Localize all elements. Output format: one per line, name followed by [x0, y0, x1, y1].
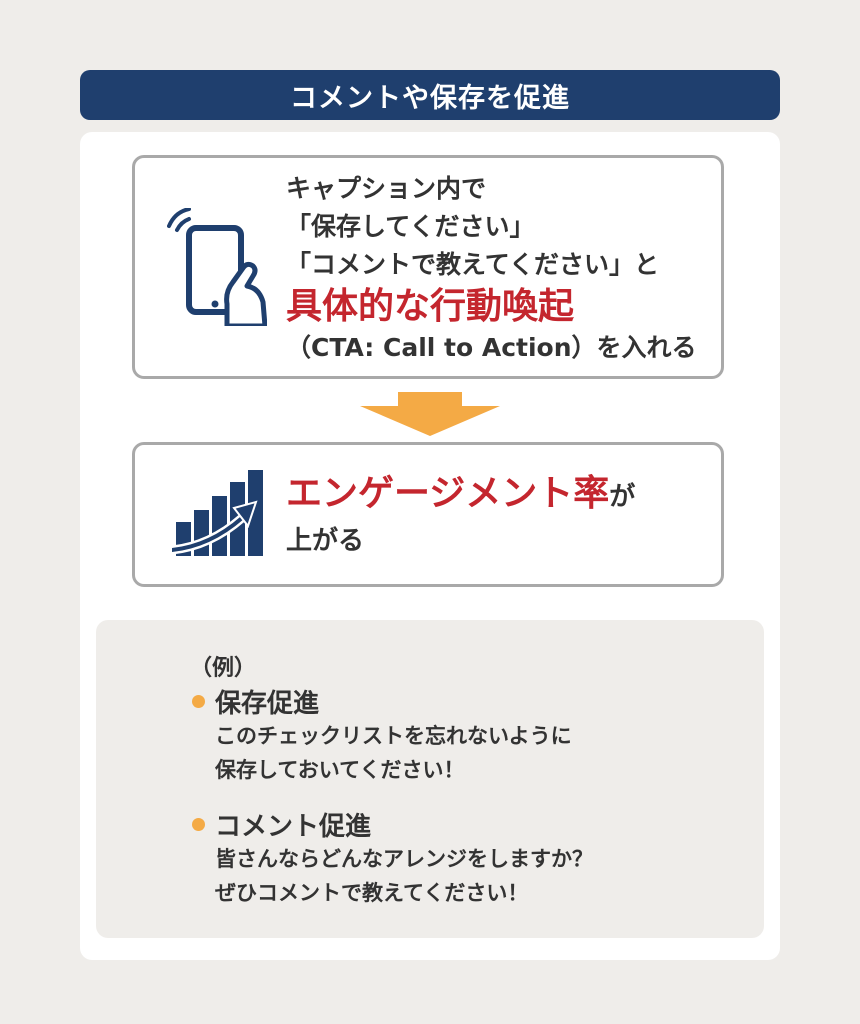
examples-box — [96, 620, 764, 938]
cta-highlight: 具体的な行動喚起 — [286, 286, 575, 327]
engagement-suffix: が — [609, 482, 636, 512]
example-item: 保存促進 このチェックリストを忘れないように 保存しておいてください！ — [192, 683, 732, 787]
down-arrow-icon — [360, 392, 500, 436]
engagement-text-block: エンゲージメント率が 上がる — [286, 470, 706, 558]
examples-label: （例） — [190, 656, 257, 681]
example-body-line: 保存しておいてください！ — [215, 758, 465, 782]
example-item: コメント促進 皆さんならどんなアレンジをしますか？ ぜひコメントで教えてください… — [192, 806, 732, 910]
smartphone-tap-icon — [167, 208, 267, 326]
cta-line-3: 「コメントで教えてください」と — [286, 250, 660, 279]
example-body-line: ぜひコメントで教えてください！ — [215, 881, 529, 905]
cta-line-5: （CTA: Call to Action）を入れる — [286, 333, 697, 362]
cta-line-1: キャプション内で — [286, 174, 487, 203]
title-bar: コメントや保存を促進 — [80, 70, 780, 120]
example-heading: コメント促進 — [215, 811, 372, 842]
engagement-line-2: 上がる — [286, 526, 365, 556]
bullet-dot-icon — [192, 817, 205, 831]
example-heading: 保存促進 — [215, 688, 320, 719]
cta-text-block: キャプション内で 「保存してください」 「コメントで教えてください」と 具体的な… — [286, 170, 716, 366]
bullet-dot-icon — [192, 694, 205, 708]
example-body-line: 皆さんならどんなアレンジをしますか？ — [215, 847, 593, 871]
example-body-line: このチェックリストを忘れないように — [215, 724, 572, 748]
engagement-highlight: エンゲージメント率 — [286, 473, 610, 514]
cta-line-2: 「保存してください」 — [286, 212, 535, 241]
page-title: コメントや保存を促進 — [290, 82, 570, 114]
growth-chart-icon — [172, 470, 263, 556]
